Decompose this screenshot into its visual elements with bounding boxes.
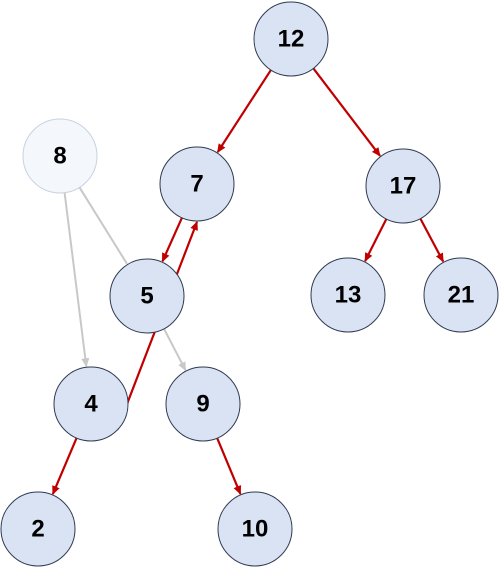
node-label: 7 bbox=[190, 170, 203, 197]
tree-node-21: 21 bbox=[423, 257, 499, 333]
node-circle bbox=[253, 1, 329, 77]
node-label: 17 bbox=[390, 172, 417, 199]
tree-node-4: 4 bbox=[53, 366, 129, 442]
node-label: 21 bbox=[448, 281, 475, 308]
node-circle bbox=[109, 258, 185, 334]
node-label: 8 bbox=[53, 142, 66, 169]
node-label: 2 bbox=[31, 515, 44, 542]
node-circle bbox=[423, 257, 499, 333]
node-label: 5 bbox=[140, 282, 153, 309]
edge-7-to-5 bbox=[161, 217, 183, 263]
edge-5-to-9 bbox=[163, 328, 187, 372]
node-label: 12 bbox=[278, 25, 305, 52]
edge-9-to-10 bbox=[216, 437, 242, 495]
node-circle bbox=[365, 148, 441, 224]
tree-node-2: 2 bbox=[0, 491, 76, 567]
edge-12-to-17 bbox=[312, 67, 381, 157]
edge-8-to-4 bbox=[63, 192, 90, 368]
tree-node-8: 8 bbox=[22, 118, 98, 194]
node-label: 4 bbox=[84, 390, 98, 417]
tree-node-10: 10 bbox=[217, 491, 293, 567]
node-label: 13 bbox=[335, 281, 362, 308]
tree-node-7: 7 bbox=[159, 146, 235, 222]
node-circle bbox=[159, 146, 235, 222]
node-circle bbox=[22, 118, 98, 194]
tree-node-5: 5 bbox=[109, 258, 185, 334]
edge-12-to-7 bbox=[216, 69, 272, 153]
edge-8-to-5 bbox=[78, 186, 128, 265]
tree-node-17: 17 bbox=[365, 148, 441, 224]
node-circle bbox=[53, 366, 129, 442]
node-circle bbox=[0, 491, 76, 567]
node-label: 9 bbox=[196, 390, 209, 417]
node-label: 10 bbox=[242, 515, 269, 542]
tree-node-9: 9 bbox=[165, 366, 241, 442]
edge-17-to-21 bbox=[419, 218, 445, 263]
node-circle bbox=[310, 257, 386, 333]
tree-node-12: 12 bbox=[253, 1, 329, 77]
node-circle bbox=[165, 366, 241, 442]
edge-4-to-2 bbox=[51, 437, 78, 495]
tree-node-13: 13 bbox=[310, 257, 386, 333]
node-circle bbox=[217, 491, 293, 567]
edge-17-to-13 bbox=[364, 218, 388, 262]
